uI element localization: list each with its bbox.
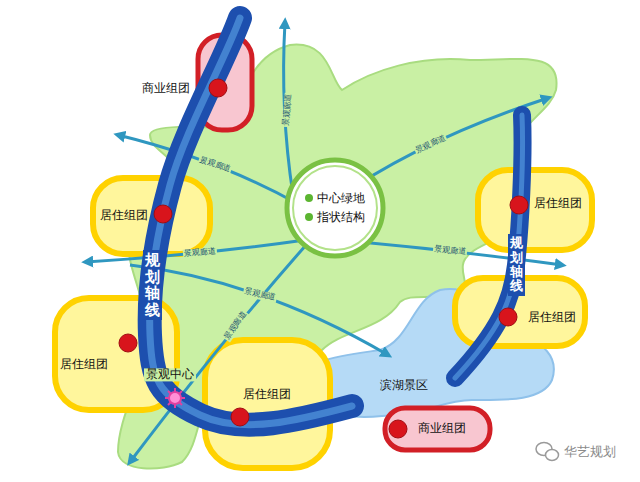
node-text: 指状结构 [305, 210, 365, 225]
node-text: 居住组团 [528, 310, 576, 325]
planning-axis: 规划轴线 [508, 234, 525, 295]
planning-axis: 规划轴线 [143, 250, 162, 320]
corridor-arrow [130, 265, 388, 355]
residential-cluster [478, 170, 592, 250]
node-text: 居住组团 [243, 387, 291, 402]
residential-cluster: 居住组团 [60, 357, 108, 372]
cluster-dot [389, 420, 407, 438]
central-ring [287, 160, 383, 256]
cluster-dot [499, 308, 517, 326]
node-text: 居住组团 [534, 196, 582, 211]
central-green: 中心绿地指状结构 [305, 187, 365, 229]
cluster-dot [209, 79, 227, 97]
corridor-arrow [118, 135, 300, 205]
node-text: 规划轴线 [508, 234, 525, 295]
cluster-dot [510, 196, 528, 214]
node-text: 商业组团 [418, 421, 466, 436]
landscape-centre-star [165, 388, 185, 408]
residential-cluster: 居住组团 [100, 208, 148, 223]
commercial-cluster: 商业组团 [418, 421, 466, 436]
cluster-dot [231, 408, 249, 426]
lake-scenic-area: 滨湖景区 [380, 378, 428, 393]
commercial-cluster: 商业组团 [142, 81, 190, 96]
node-text: 滨湖景区 [380, 378, 428, 393]
residential-cluster: 居住组团 [534, 196, 582, 211]
commercial-cluster [385, 408, 490, 450]
residential-cluster: 居住组团 [243, 387, 291, 402]
landscape-centre-label: 景观中心 [144, 368, 196, 381]
watermark: 华艺规划 [564, 445, 616, 459]
node-text: 居住组团 [60, 357, 108, 372]
central-ring-inner [293, 166, 377, 250]
watermark-icon [536, 443, 559, 461]
cluster-dot [154, 205, 172, 223]
node-text: 居住组团 [100, 208, 148, 223]
node-text: 规划轴线 [143, 250, 162, 320]
node-text: 中心绿地 [305, 191, 365, 206]
corridor-arrow [340, 240, 562, 265]
cluster-dot [119, 334, 137, 352]
node-text: 商业组团 [142, 81, 190, 96]
corridor-arrow [86, 240, 305, 262]
residential-cluster: 居住组团 [528, 310, 576, 325]
